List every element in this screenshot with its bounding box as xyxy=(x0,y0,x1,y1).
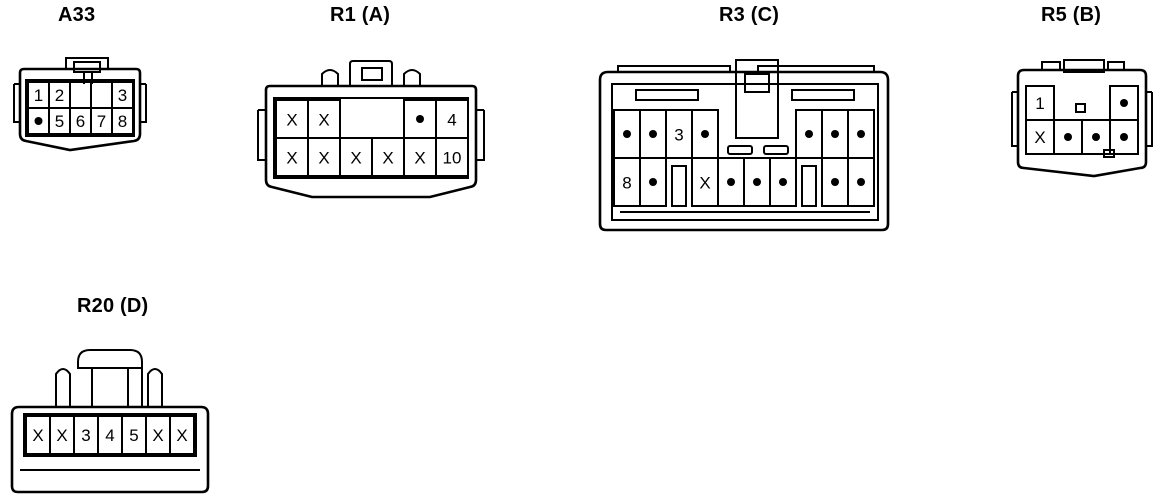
pin-dot-r5-5 xyxy=(1120,133,1128,141)
pin-dot-r3-10 xyxy=(727,178,735,186)
pin-cavity-r20-r0c6 xyxy=(169,415,195,455)
pin-label-a33-5: 6 xyxy=(76,112,85,131)
pin-dot-r3-0 xyxy=(623,130,631,138)
pin-label-r20-0: X xyxy=(32,426,43,445)
pin-dot-r3-13 xyxy=(831,178,839,186)
pin-label-r3-2: 3 xyxy=(674,125,683,144)
pin-dot-r5-3 xyxy=(1064,133,1072,141)
pin-cavity-r3-r1c9 xyxy=(847,157,875,207)
pin-label-r3-7: 8 xyxy=(622,173,631,192)
pin-label-r1-7: X xyxy=(382,148,393,167)
connector-title-r3: R3 (C) xyxy=(719,4,780,26)
pin-label-r20-3: 4 xyxy=(105,426,114,445)
connector-title-r5: R5 (B) xyxy=(1041,4,1102,26)
pin-label-a33-2: 3 xyxy=(118,86,127,105)
pin-label-r1-6: X xyxy=(350,148,361,167)
pin-dot-r5-1 xyxy=(1120,99,1128,107)
connector-title-r1: R1 (A) xyxy=(330,4,391,26)
pin-label-r20-2: 3 xyxy=(81,426,90,445)
pin-dot-a33-3 xyxy=(34,117,43,125)
pin-dot-r3-12 xyxy=(779,178,787,186)
pin-label-a33-1: 2 xyxy=(55,86,64,105)
pin-dot-r3-4 xyxy=(805,130,813,138)
pin-dot-r3-1 xyxy=(649,130,657,138)
pin-label-a33-0: 1 xyxy=(34,86,43,105)
pin-cavity-a33-r0c3 xyxy=(90,81,113,109)
pin-cavity-r3-r1c6 xyxy=(769,157,797,207)
pin-cavity-a33-r0c2 xyxy=(69,81,92,109)
pin-label-r20-5: X xyxy=(152,426,163,445)
pin-dot-r5-4 xyxy=(1092,133,1100,141)
pin-dot-r3-3 xyxy=(701,130,709,138)
pin-dot-r3-8 xyxy=(649,178,657,186)
pin-label-r1-8: X xyxy=(414,148,425,167)
pin-cavity-r1-r1c5 xyxy=(435,137,469,177)
pin-label-r1-0: X xyxy=(286,110,297,129)
pin-label-r5-2: X xyxy=(1034,128,1045,147)
key-slot-r3-c2 xyxy=(671,165,687,207)
pin-dot-r3-11 xyxy=(753,178,761,186)
pin-grid-r5: 1X xyxy=(1025,85,1139,155)
connector-title-a33: A33 xyxy=(58,4,96,26)
pin-label-r1-9: 10 xyxy=(443,148,462,167)
key-slot-r3-c7 xyxy=(801,165,817,207)
connector-r3: 3 8 X xyxy=(598,59,890,232)
pin-dot-r3-6 xyxy=(857,130,865,138)
pin-cavity-r3-r1c1 xyxy=(639,157,667,207)
pin-cavity-a33-r1c4 xyxy=(111,107,134,135)
pin-label-r1-3: 4 xyxy=(447,110,456,129)
pin-label-a33-7: 8 xyxy=(118,112,127,131)
pin-label-r1-1: X xyxy=(318,110,329,129)
pin-dot-r3-14 xyxy=(857,178,865,186)
pin-label-r20-1: X xyxy=(56,426,67,445)
pin-label-r1-4: X xyxy=(286,148,297,167)
pin-label-a33-4: 5 xyxy=(55,112,64,131)
pin-grid-r3: 3 8 X xyxy=(613,109,875,207)
connector-r5: 1X xyxy=(1011,59,1153,178)
pin-cavity-r5-r1c3 xyxy=(1109,119,1139,155)
pin-dot-r3-5 xyxy=(831,130,839,138)
pin-label-r20-4: 5 xyxy=(129,426,138,445)
pin-label-r20-6: X xyxy=(176,426,187,445)
pin-label-r3-9: X xyxy=(699,173,710,192)
connector-title-r20: R20 (D) xyxy=(77,295,149,317)
pin-label-r5-0: 1 xyxy=(1035,94,1044,113)
pin-label-a33-6: 7 xyxy=(97,112,106,131)
pin-dot-r1-2 xyxy=(416,115,424,123)
pin-label-r1-5: X xyxy=(318,148,329,167)
